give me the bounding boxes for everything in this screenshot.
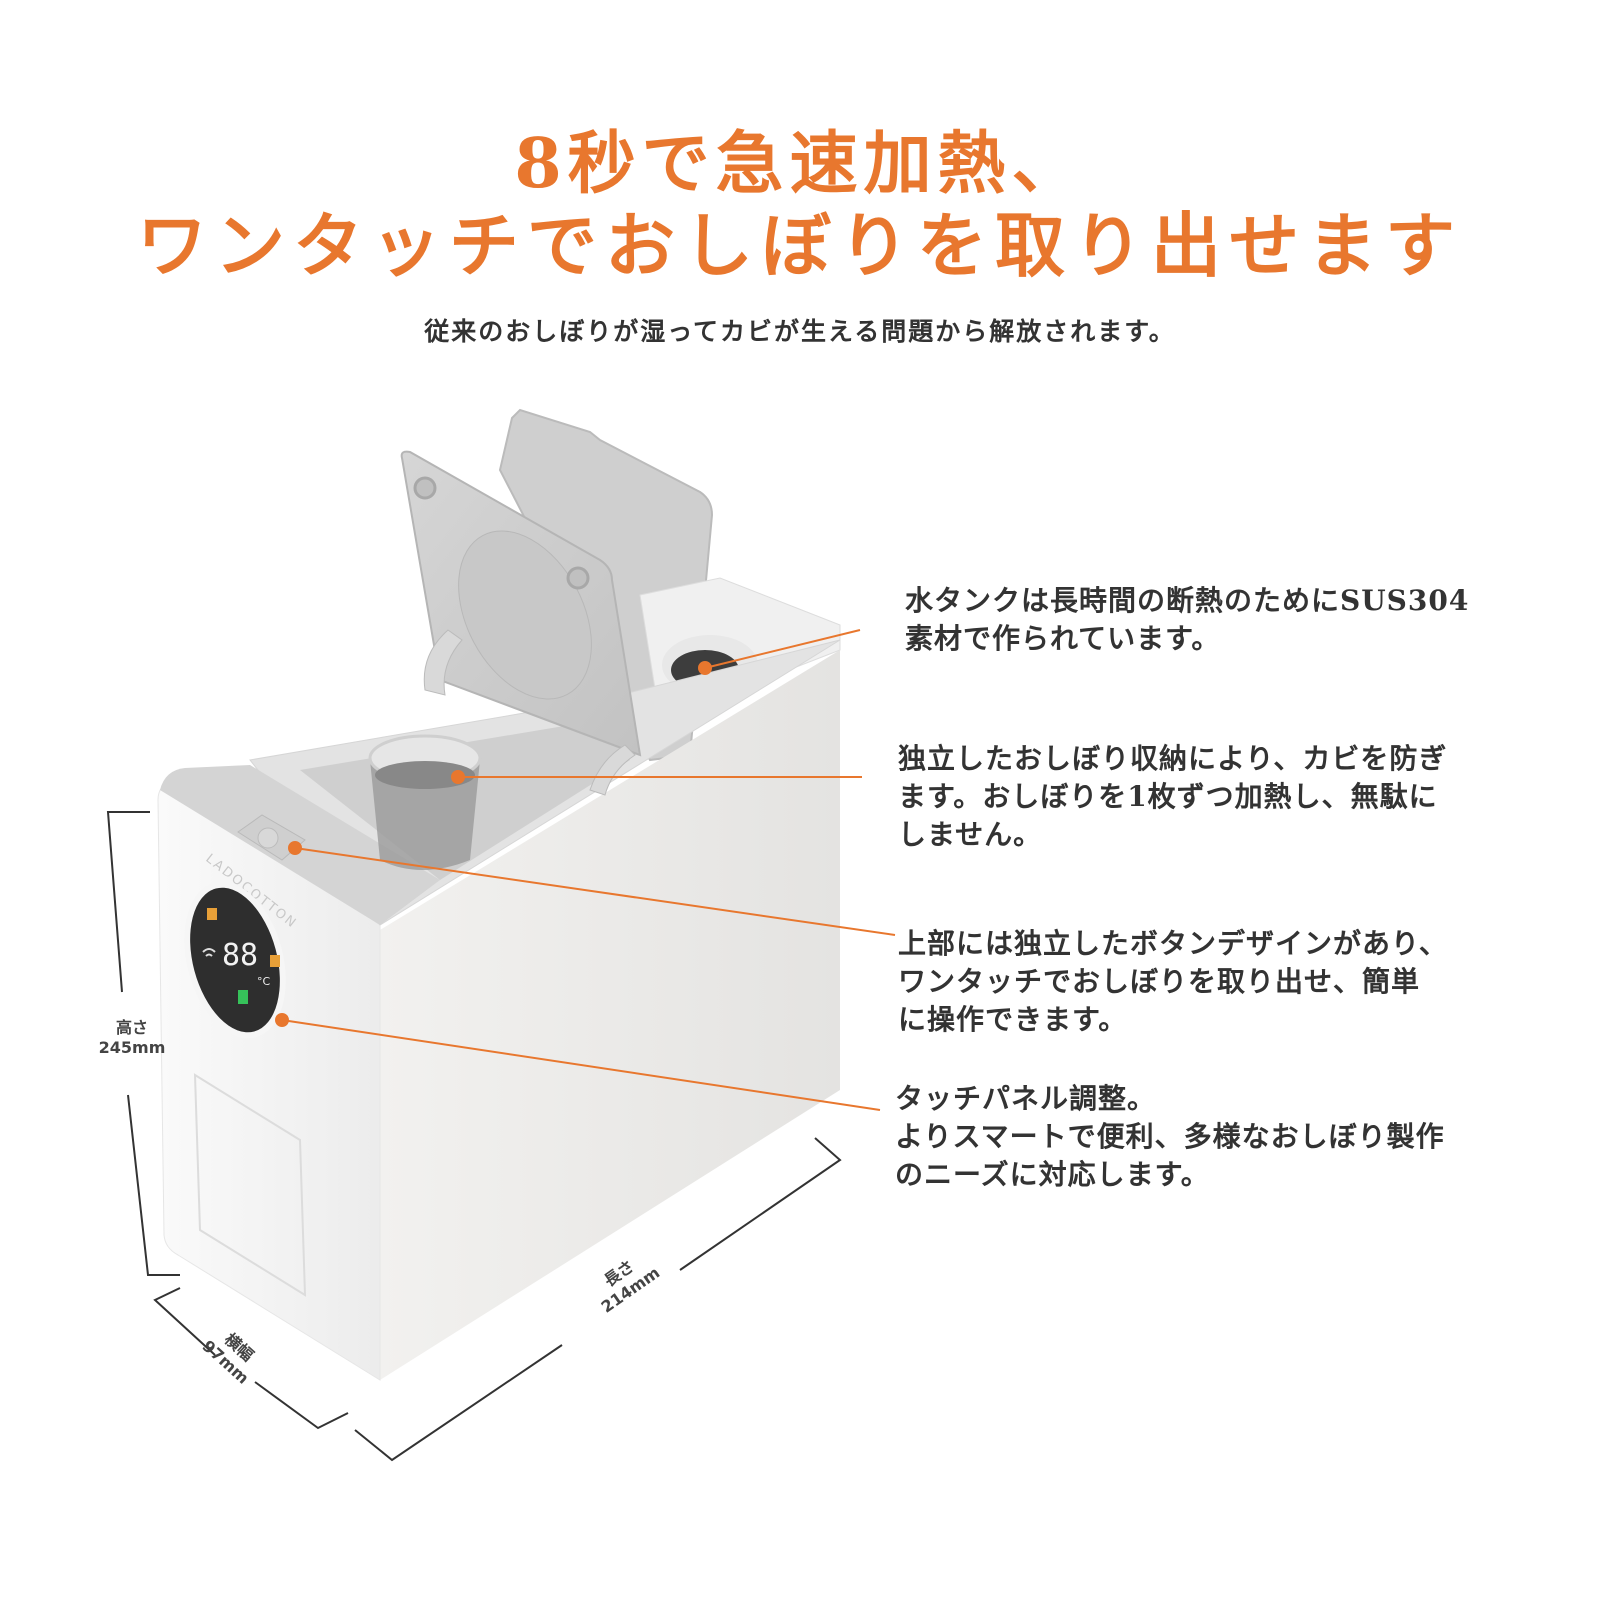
- touch-panel[interactable]: 88 °C: [168, 870, 302, 1049]
- headline-line-2: ワンタッチでおしぼりを取り出せます: [137, 204, 1463, 287]
- height-label: 高さ: [115, 1018, 148, 1037]
- subtitle: 従来のおしぼりが湿ってカビが生える問題から解放されます。: [424, 317, 1176, 346]
- callout-touch-panel: タッチパネル調整。 よりスマートで便利、多様なおしぼり製作 のニーズに対応します…: [895, 1082, 1445, 1191]
- svg-text:°C: °C: [257, 975, 271, 988]
- dimension-height: 高さ 245mm: [92, 1018, 172, 1058]
- water-level-icon: [238, 990, 248, 1004]
- body-side: [380, 650, 840, 1380]
- callout-lines: [275, 629, 896, 1111]
- steam-icon: [270, 955, 280, 967]
- height-value: 245mm: [98, 1038, 166, 1057]
- callout-top-button: 上部には独立したボタンデザインがあり、 ワンタッチでおしぼりを取り出せ、簡単 に…: [898, 927, 1448, 1036]
- display-temperature: 88: [222, 938, 258, 973]
- headline-line-1: 8秒で急速加熱、: [514, 124, 1086, 204]
- front-access-door: [193, 1073, 307, 1297]
- callout-towel-storage: 独立したおしぼり収納により、カビを防ぎ ます。おしぼりを1枚ずつ加熱し、無駄に …: [898, 742, 1448, 851]
- callout-water-tank: 水タンクは長時間の断熱のためにSUS304 素材で作られています。: [905, 584, 1470, 655]
- wifi-icon: [202, 948, 216, 957]
- dimension-lines: [106, 811, 842, 1462]
- front-lid: [400, 450, 642, 796]
- towel-storage-cup: [368, 734, 482, 870]
- heat-icon: [207, 908, 217, 920]
